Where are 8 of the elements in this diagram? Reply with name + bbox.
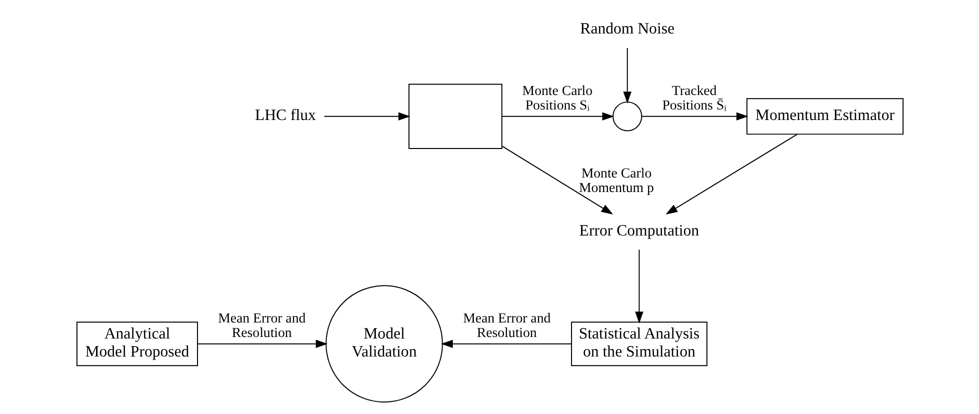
- node-text: LHC flux: [254, 107, 316, 124]
- edge-label: Mean Error and Resolution: [218, 310, 306, 340]
- edge-label: Tracked Positions S̄ᵢ: [662, 82, 726, 113]
- edge-label: Mean Error and Resolution: [462, 310, 550, 340]
- edge-label: Monte Carlo Positions Sᵢ: [522, 82, 592, 113]
- node-text: Random Noise: [580, 20, 674, 38]
- edge-label: Monte Carlo Momentum p: [578, 165, 654, 196]
- node-text: Error Computation: [578, 222, 699, 240]
